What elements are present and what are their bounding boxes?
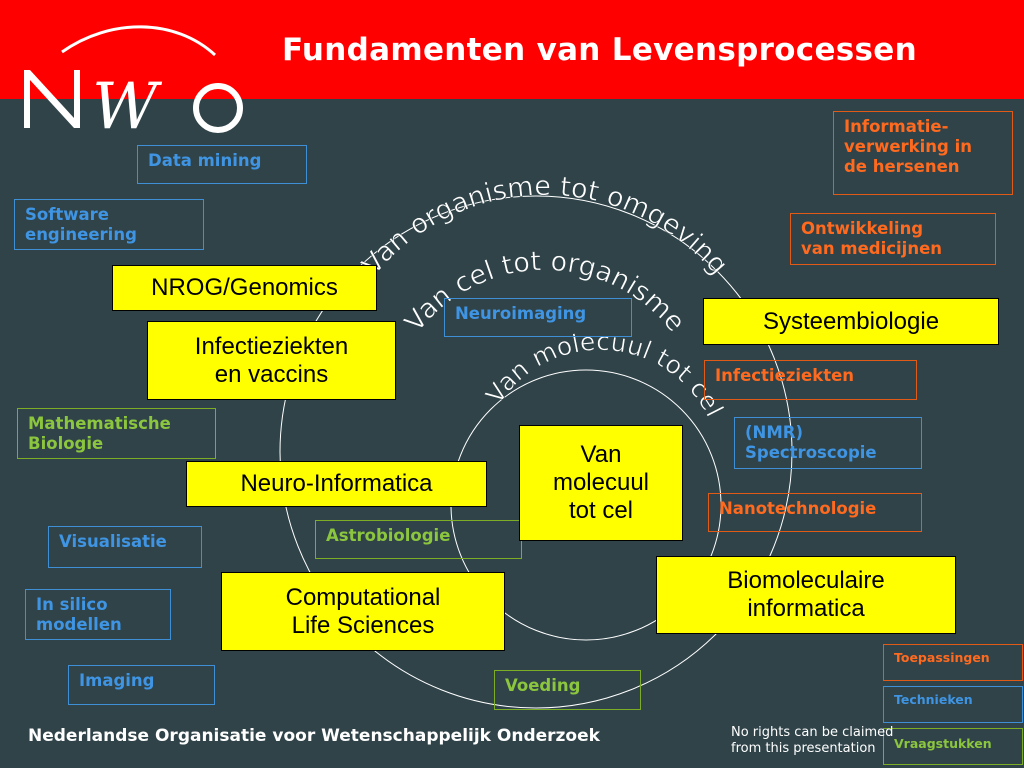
legend-label: Toepassingen (894, 650, 990, 665)
programme-computational-life-sciences: Computational Life Sciences (221, 572, 505, 651)
application-nanotechnologie: Nanotechnologie (708, 493, 922, 532)
technique-label: Imaging (79, 671, 155, 690)
programme-label: Biomoleculaire informatica (727, 567, 885, 622)
question-label: Mathematische Biologie (28, 414, 171, 453)
svg-text:W: W (92, 70, 163, 140)
question-label: Astrobiologie (326, 526, 451, 545)
technique-visualisatie: Visualisatie (48, 526, 202, 568)
nwo-logo: W (24, 25, 243, 140)
technique-imaging: Imaging (68, 665, 215, 705)
question-astrobiologie: Astrobiologie (315, 520, 522, 559)
programme-label: Computational Life Sciences (285, 583, 441, 639)
header-bar (0, 0, 1024, 99)
page-title: Fundamenten van Levensprocessen (282, 32, 917, 68)
application-label: Infectieziekten (715, 366, 855, 385)
technique-label: Data mining (148, 151, 262, 170)
footer-organisation: Nederlandse Organisatie voor Wetenschapp… (28, 726, 600, 746)
application-label: Ontwikkeling van medicijnen (801, 219, 943, 258)
technique-software-engineering: Software engineering (14, 199, 204, 250)
question-label: Voeding (505, 676, 581, 695)
application-ontwikkeling-medicijnen: Ontwikkeling van medicijnen (790, 213, 996, 265)
programme-systeembiologie: Systeembiologie (703, 298, 999, 345)
application-infectieziekten: Infectieziekten (704, 360, 917, 400)
technique-label: In silico modellen (36, 595, 122, 634)
technique-label: (NMR) Spectroscopie (745, 423, 877, 462)
legend-label: Technieken (894, 692, 973, 707)
programme-label: Neuro-Informatica (240, 470, 433, 497)
technique-label: Software engineering (25, 205, 137, 244)
technique-label: Visualisatie (59, 532, 167, 551)
question-voeding: Voeding (494, 670, 641, 710)
programme-nrog-genomics: NROG/Genomics (112, 265, 377, 311)
application-label: Nanotechnologie (719, 499, 877, 518)
legend-label: Vraagstukken (894, 736, 992, 751)
programme-label: Van molecuul tot cel (552, 441, 650, 524)
technique-nmr-spectroscopie: (NMR) Spectroscopie (734, 417, 922, 469)
programme-van-molecuul-tot-cel: Van molecuul tot cel (519, 425, 683, 541)
programme-label: NROG/Genomics (151, 274, 338, 301)
application-label: Informatie- verwerking in de hersenen (844, 117, 972, 176)
legend-technieken: Technieken (883, 686, 1023, 723)
programme-label: Systeembiologie (762, 307, 940, 335)
outer-ring (279, 195, 793, 709)
technique-label: Neuroimaging (455, 304, 587, 323)
question-mathematische-biologie: Mathematische Biologie (17, 408, 216, 459)
programme-biomoleculaire-informatica: Biomoleculaire informatica (656, 556, 956, 634)
programme-neuro-informatica: Neuro-Informatica (186, 461, 487, 507)
technique-neuroimaging: Neuroimaging (444, 298, 632, 337)
legend-toepassingen: Toepassingen (883, 644, 1023, 681)
application-informatieverwerking: Informatie- verwerking in de hersenen (833, 111, 1013, 195)
legend-vraagstukken: Vraagstukken (883, 728, 1023, 765)
technique-data-mining: Data mining (137, 145, 307, 184)
technique-in-silico-modellen: In silico modellen (25, 589, 171, 640)
programme-infectieziekten-vaccins: Infectieziekten en vaccins (147, 321, 396, 400)
ring-label-inner: Van molecuul tot cel (480, 327, 729, 421)
footer-rights-notice: No rights can be claimed from this prese… (731, 725, 894, 756)
programme-label: Infectieziekten en vaccins (194, 332, 349, 388)
